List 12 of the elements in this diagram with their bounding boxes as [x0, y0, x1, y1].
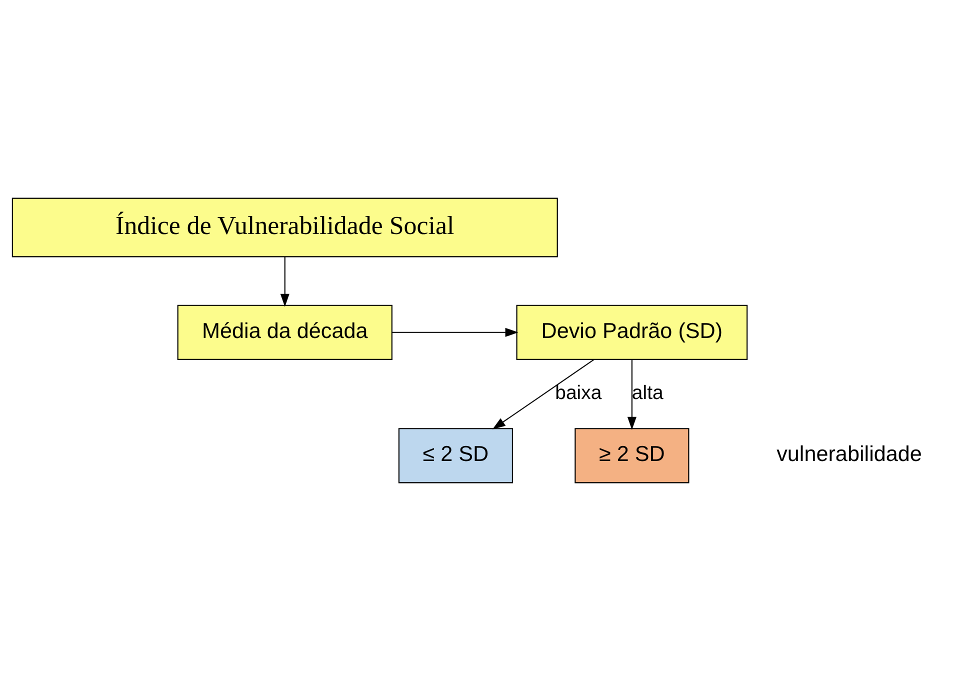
node-box: Índice de Vulnerabilidade Social — [12, 198, 558, 258]
node-box: ≤ 2 SD — [398, 428, 514, 484]
node-box: Devio Padrão (SD) — [516, 304, 748, 360]
label: vulnerabilidade — [776, 441, 922, 466]
node-box: Média da década — [177, 304, 392, 360]
edge-label: alta — [632, 382, 664, 404]
arrow — [280, 256, 290, 307]
edge-label: baixa — [555, 382, 602, 404]
arrow — [492, 359, 594, 430]
arrow — [392, 328, 518, 337]
node-box: ≥ 2 SD — [574, 428, 690, 484]
arrow — [627, 359, 636, 430]
